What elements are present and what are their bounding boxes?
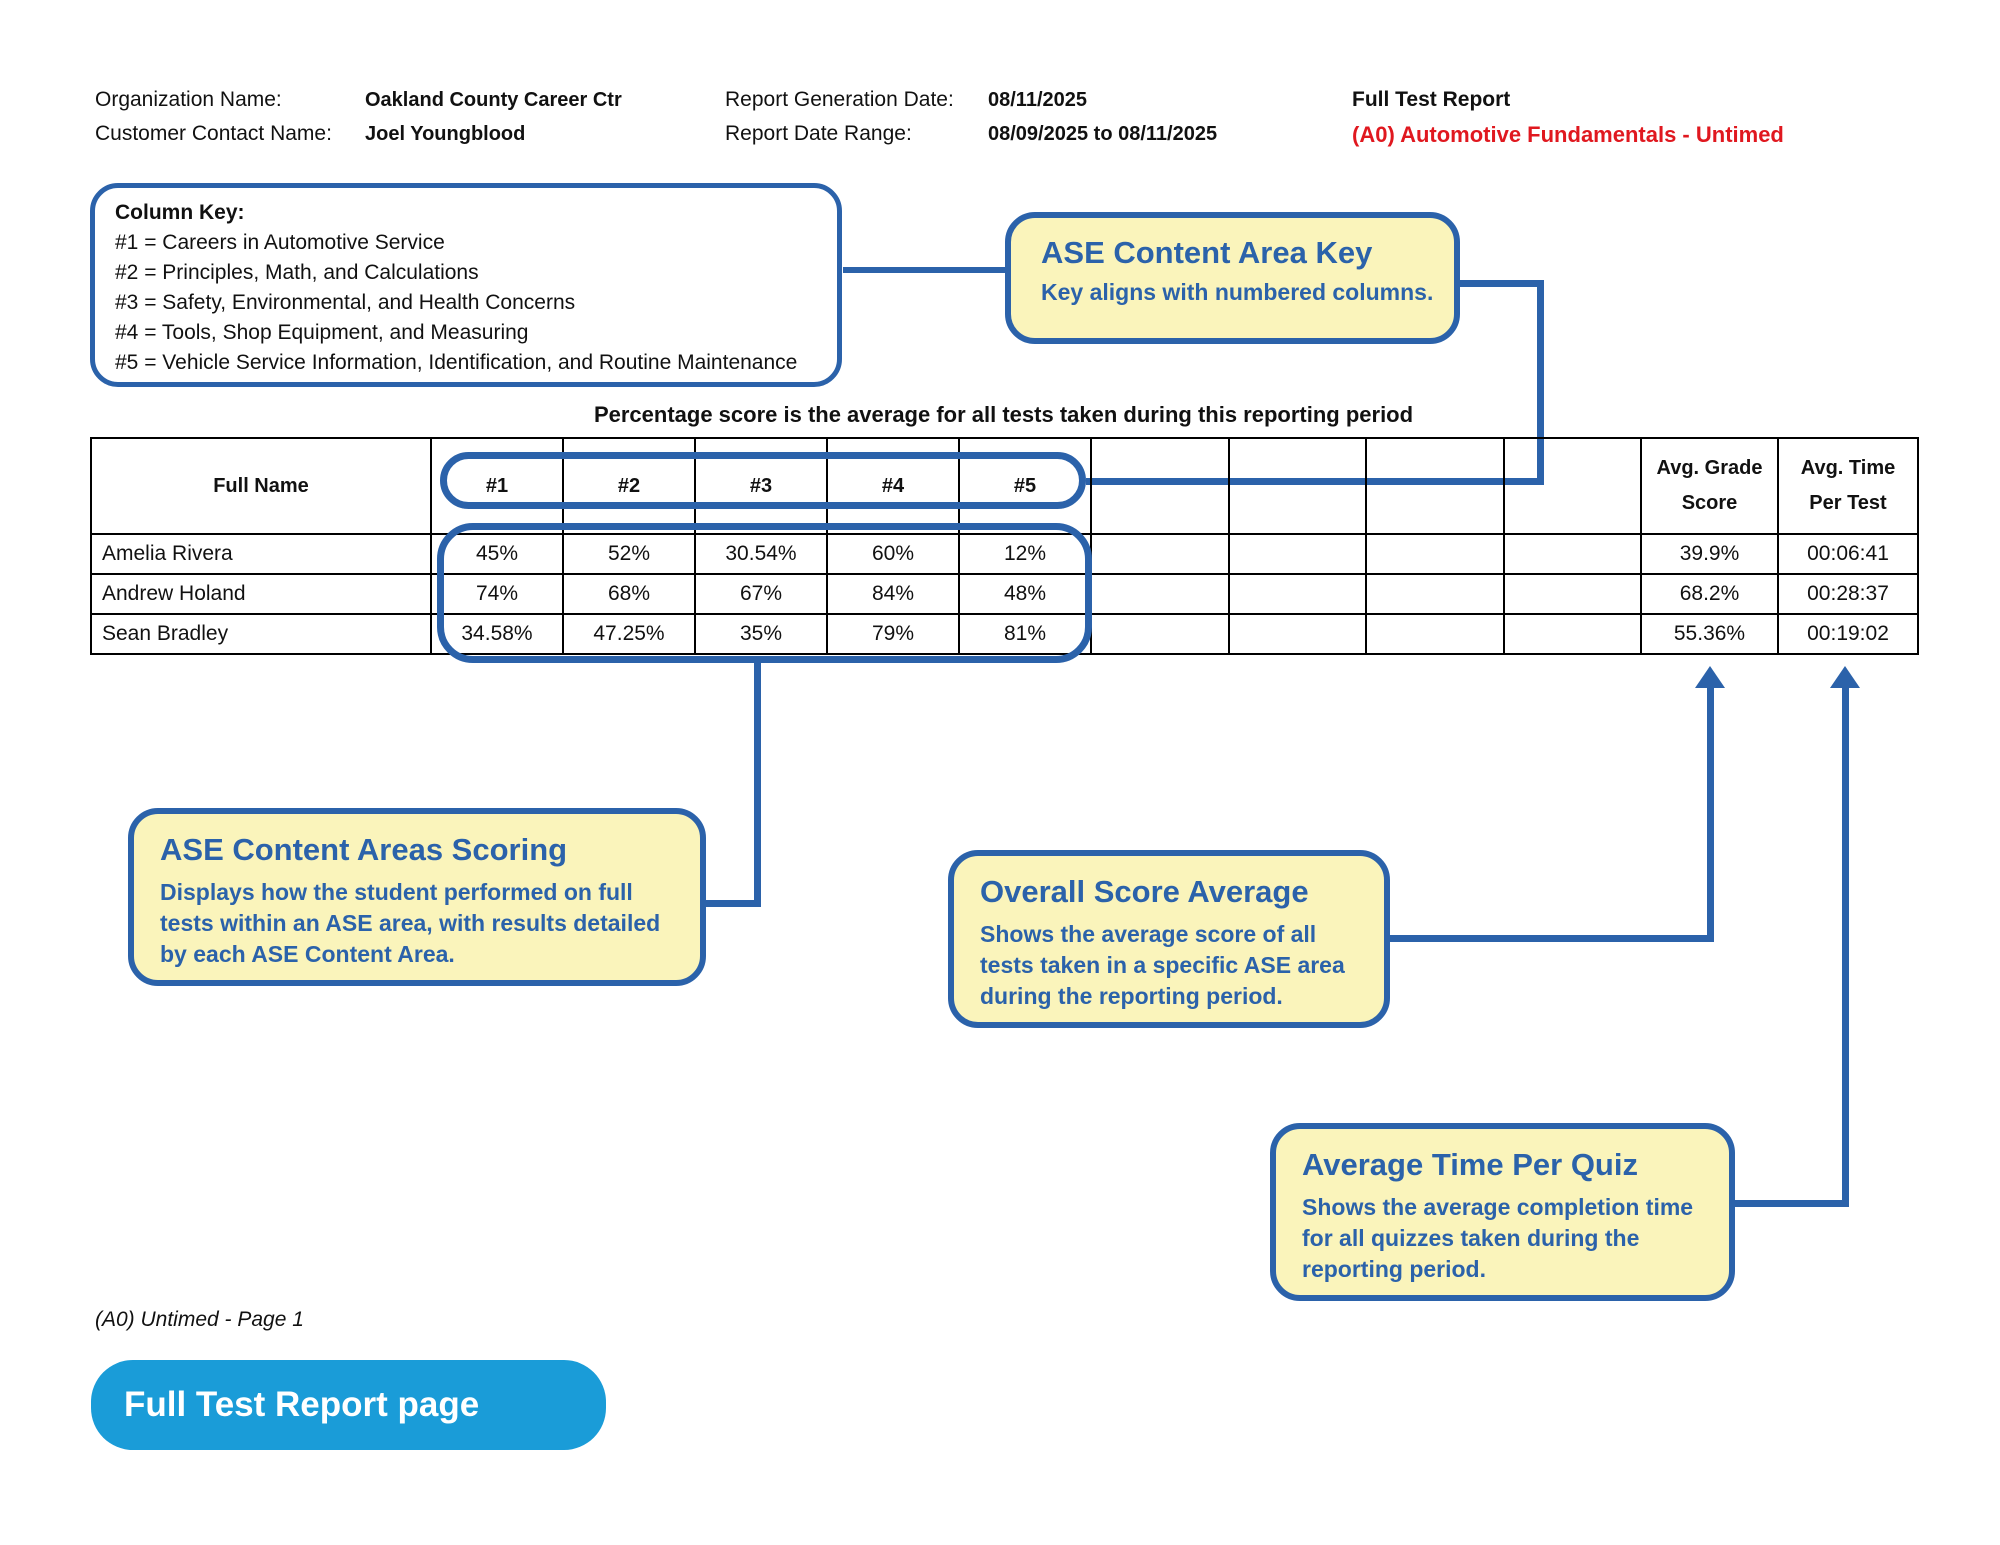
callout-title: ASE Content Areas Scoring xyxy=(160,832,568,867)
callout-overall-score-average: Overall Score Average Shows the average … xyxy=(948,850,1390,1028)
score-cell: 79% xyxy=(826,613,960,655)
connector-scores-vertical xyxy=(754,661,761,907)
column-key-item: #4 = Tools, Shop Equipment, and Measurin… xyxy=(115,321,529,344)
avg-time-cell: 00:06:41 xyxy=(1777,533,1919,575)
table-row: Andrew Holand 74% 68% 67% 84% 48% 68.2% … xyxy=(90,573,1919,615)
score-cell: 47.25% xyxy=(562,613,696,655)
empty-cell xyxy=(1228,573,1367,615)
col-header-full-name: Full Name xyxy=(90,437,432,535)
avg-grade-label-line2: Score xyxy=(1681,492,1738,514)
empty-cell xyxy=(1365,573,1505,615)
report-title: Full Test Report xyxy=(1352,88,1511,111)
col-header-empty xyxy=(1228,437,1367,535)
highlight-pill-score-cells xyxy=(437,523,1092,663)
empty-cell xyxy=(1503,533,1642,575)
page-footnote: (A0) Untimed - Page 1 xyxy=(95,1308,304,1331)
connector-overall-to-avg-grade xyxy=(1388,935,1714,942)
connector-areakey-segment-vertical xyxy=(1537,280,1544,485)
connector-areakey-segment-horizontal xyxy=(1458,280,1544,287)
column-key-title: Column Key: xyxy=(115,201,245,224)
avg-time-label-line2: Per Test xyxy=(1809,492,1887,514)
student-name: Amelia Rivera xyxy=(90,533,432,575)
col-header-avg-time: Avg. Time Per Test xyxy=(1777,437,1919,535)
table-caption: Percentage score is the average for all … xyxy=(593,402,1414,427)
empty-cell xyxy=(1228,533,1367,575)
report-generation-date-value: 08/11/2025 xyxy=(988,89,1087,111)
connector-avgtime-to-avg-time-col xyxy=(1732,1200,1849,1207)
avg-time-cell: 00:28:37 xyxy=(1777,573,1919,615)
avg-grade-cell: 55.36% xyxy=(1640,613,1779,655)
callout-title: Overall Score Average xyxy=(980,874,1309,909)
report-date-range-label: Report Date Range: xyxy=(725,122,912,145)
student-name: Sean Bradley xyxy=(90,613,432,655)
score-cell: 67% xyxy=(694,573,828,615)
student-name: Andrew Holand xyxy=(90,573,432,615)
full-test-report-table: Full Name #1 #2 #3 #4 #5 Avg. Grade Scor… xyxy=(90,437,1919,655)
score-cell: 74% xyxy=(430,573,564,615)
callout-body: Shows the average completion time for al… xyxy=(1302,1194,1694,1282)
arrow-avg-time-line xyxy=(1842,684,1849,1207)
avg-time-cell: 00:19:02 xyxy=(1777,613,1919,655)
table-row: Sean Bradley 34.58% 47.25% 35% 79% 81% 5… xyxy=(90,613,1919,655)
customer-contact-value: Joel Youngblood xyxy=(365,123,526,145)
connector-scores-to-scoring-callout xyxy=(705,900,761,907)
col-header-empty xyxy=(1365,437,1505,535)
arrow-up-icon xyxy=(1695,666,1725,688)
report-date-range-value: 08/09/2025 to 08/11/2025 xyxy=(988,123,1218,145)
arrow-up-icon xyxy=(1830,666,1860,688)
col-header-empty xyxy=(1090,437,1230,535)
organization-name-label: Organization Name: xyxy=(95,88,282,111)
empty-cell xyxy=(1090,573,1230,615)
avg-time-label-line1: Avg. Time xyxy=(1800,457,1896,479)
report-generation-date-label: Report Generation Date: xyxy=(725,88,954,111)
avg-grade-cell: 39.9% xyxy=(1640,533,1779,575)
connector-columnkey-to-areakey xyxy=(843,267,1005,273)
callout-ase-content-areas-scoring: ASE Content Areas Scoring Displays how t… xyxy=(128,808,706,986)
avg-grade-label-line1: Avg. Grade xyxy=(1656,457,1763,479)
empty-cell xyxy=(1090,613,1230,655)
callout-body: Key aligns with numbered columns. xyxy=(1041,279,1434,305)
empty-cell xyxy=(1228,613,1367,655)
empty-cell xyxy=(1090,533,1230,575)
score-cell: 84% xyxy=(826,573,960,615)
column-key-item: #2 = Principles, Math, and Calculations xyxy=(115,261,479,284)
col-header-avg-grade: Avg. Grade Score xyxy=(1640,437,1779,535)
organization-name-value: Oakland County Career Ctr xyxy=(365,89,622,111)
customer-contact-label: Customer Contact Name: xyxy=(95,122,332,145)
callout-title: Average Time Per Quiz xyxy=(1302,1147,1638,1182)
score-cell: 60% xyxy=(826,533,960,575)
arrow-avg-grade-line xyxy=(1707,684,1714,942)
table-header-row: Full Name #1 #2 #3 #4 #5 Avg. Grade Scor… xyxy=(90,437,1919,535)
highlight-pill-numbered-headers xyxy=(440,452,1086,509)
col-header-empty xyxy=(1503,437,1642,535)
empty-cell xyxy=(1365,613,1505,655)
score-cell: 48% xyxy=(958,573,1092,615)
avg-grade-cell: 68.2% xyxy=(1640,573,1779,615)
empty-cell xyxy=(1503,573,1642,615)
score-cell: 30.54% xyxy=(694,533,828,575)
callout-ase-content-area-key: ASE Content Area Key Key aligns with num… xyxy=(1005,212,1460,344)
empty-cell xyxy=(1503,613,1642,655)
column-key-box: Column Key: #1 = Careers in Automotive S… xyxy=(90,183,842,387)
full-test-report-page-button[interactable]: Full Test Report page xyxy=(91,1360,606,1450)
score-cell: 68% xyxy=(562,573,696,615)
callout-average-time-per-quiz: Average Time Per Quiz Shows the average … xyxy=(1270,1123,1735,1301)
callout-body: Displays how the student performed on fu… xyxy=(160,879,661,967)
empty-cell xyxy=(1365,533,1505,575)
column-key-item: #3 = Safety, Environmental, and Health C… xyxy=(115,291,576,314)
score-cell: 35% xyxy=(694,613,828,655)
callout-body: Shows the average score of all tests tak… xyxy=(980,921,1345,1009)
report-subtitle: (A0) Automotive Fundamentals - Untimed xyxy=(1352,122,1784,147)
score-cell: 52% xyxy=(562,533,696,575)
column-key-item: #1 = Careers in Automotive Service xyxy=(115,231,445,254)
callout-title: ASE Content Area Key xyxy=(1041,235,1373,270)
column-key-item: #5 = Vehicle Service Information, Identi… xyxy=(115,351,798,374)
